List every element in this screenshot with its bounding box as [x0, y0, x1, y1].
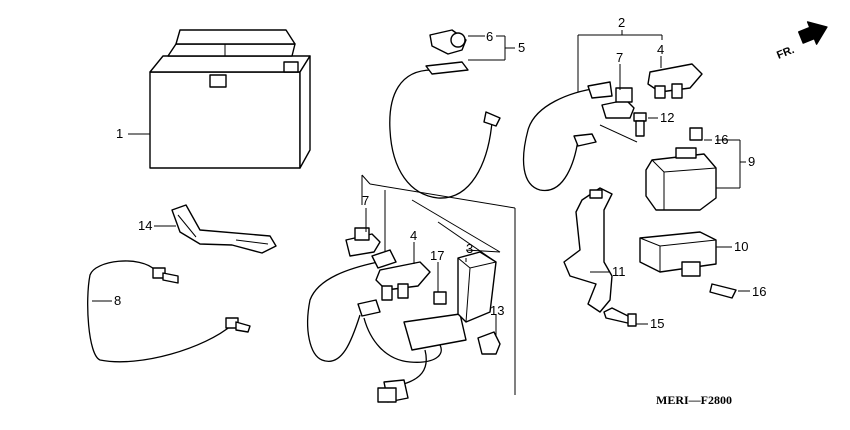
starter-relay-part: [645, 127, 717, 211]
diagram-code: MERI—F2800: [656, 393, 732, 407]
callout-7-center: 7: [362, 193, 369, 208]
callout-5: 5: [518, 40, 525, 55]
clip-part: [477, 331, 501, 355]
front-direction-arrow: [798, 21, 828, 45]
callout-6: 6: [486, 29, 493, 44]
terminal-cover-part: [647, 63, 703, 99]
callout-8: 8: [114, 293, 121, 308]
callout-16-lower: 16: [752, 284, 766, 299]
bolt-part: [633, 112, 647, 137]
callout-16-upper: 16: [714, 132, 728, 147]
callout-10: 10: [734, 239, 748, 254]
relay-case-part: [639, 231, 717, 277]
battery-part: [149, 29, 311, 169]
callout-14: 14: [138, 218, 152, 233]
callout-12: 12: [660, 110, 674, 125]
callout-17: 17: [430, 248, 444, 263]
starter-relay-cable-part: [522, 81, 613, 192]
terminal-cap-part: [601, 87, 635, 119]
callout-7-right: 7: [616, 50, 623, 65]
starter-cable-part: [389, 29, 501, 199]
fuse-box-part: [403, 251, 497, 351]
callout-13: 13: [490, 303, 504, 318]
callout-2: 2: [618, 15, 625, 30]
wiring-harness-part: [307, 249, 442, 403]
callout-9: 9: [748, 154, 755, 169]
callout-4-center: 4: [410, 228, 417, 243]
front-direction-label: FR.: [775, 44, 796, 62]
fuse-part: [709, 283, 737, 299]
battery-band-part: [171, 204, 277, 254]
bracket-part: [563, 187, 613, 313]
flange-bolt-part: [603, 307, 637, 327]
callout-3: 3: [466, 241, 473, 256]
callout-11: 11: [612, 264, 626, 279]
terminal-cover-center-part: [375, 261, 431, 301]
callout-4-right: 4: [657, 42, 664, 57]
terminal-cap-center-part: [345, 227, 381, 257]
callout-15: 15: [650, 316, 664, 331]
battery-cable-part: [87, 260, 251, 363]
callout-1: 1: [116, 126, 123, 141]
